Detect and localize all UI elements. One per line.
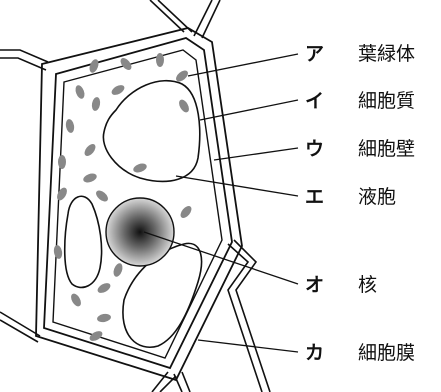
label-letter: オ [305, 274, 324, 296]
leader-line-cell-wall [213, 147, 299, 161]
chloroplast [176, 70, 188, 82]
chloroplast [97, 283, 111, 293]
neighbor-cell-walls [0, 0, 271, 392]
leader-line-cell-membrane [197, 339, 299, 353]
chloroplast [113, 263, 123, 277]
label-letter: イ [305, 90, 324, 112]
chloroplast [53, 245, 63, 259]
label-letter: ウ [305, 138, 324, 160]
leader-line-nucleus [143, 231, 299, 285]
chloroplast [97, 313, 111, 323]
chloroplast [89, 59, 99, 73]
chloroplast [65, 119, 75, 133]
labels: ア 葉緑体 イ 細胞質 ウ 細胞壁 エ 液胞 オ 核 カ 細胞膜 [305, 43, 415, 364]
vacuole-large [102, 79, 201, 183]
chloroplast [133, 163, 147, 173]
chloroplast [89, 331, 103, 341]
nucleus [105, 197, 175, 267]
leader-line-cytoplasm [199, 99, 299, 121]
cell-membrane [52, 49, 223, 359]
cell-wall [35, 27, 243, 382]
leader-line-vacuole [175, 175, 299, 197]
label-name: 細胞壁 [358, 138, 415, 160]
label-letter: エ [305, 186, 324, 208]
leader-lines [143, 53, 299, 353]
chloroplast [180, 206, 192, 218]
vacuole-left [63, 195, 103, 289]
chloroplast [156, 53, 164, 67]
label-name: 液胞 [358, 186, 396, 208]
label-name: 核 [358, 274, 377, 296]
chloroplast [96, 190, 108, 202]
label-name: 葉緑体 [358, 43, 415, 65]
chloroplast [91, 97, 101, 111]
label-letter: ア [305, 43, 324, 65]
chloroplast [111, 85, 125, 95]
chloroplasts [53, 53, 192, 341]
chloroplast [84, 144, 96, 156]
label-name: 細胞膜 [358, 342, 415, 364]
chloroplast [57, 187, 67, 201]
chloroplast [179, 99, 189, 113]
label-name: 細胞質 [358, 90, 415, 112]
chloroplast [71, 293, 81, 307]
chloroplast [120, 58, 132, 70]
leader-line-chloroplast [187, 53, 299, 77]
chloroplast [58, 155, 66, 169]
chloroplast [83, 173, 97, 183]
vacuoles [63, 79, 203, 348]
chloroplast [75, 85, 85, 99]
label-letter: カ [305, 342, 324, 364]
